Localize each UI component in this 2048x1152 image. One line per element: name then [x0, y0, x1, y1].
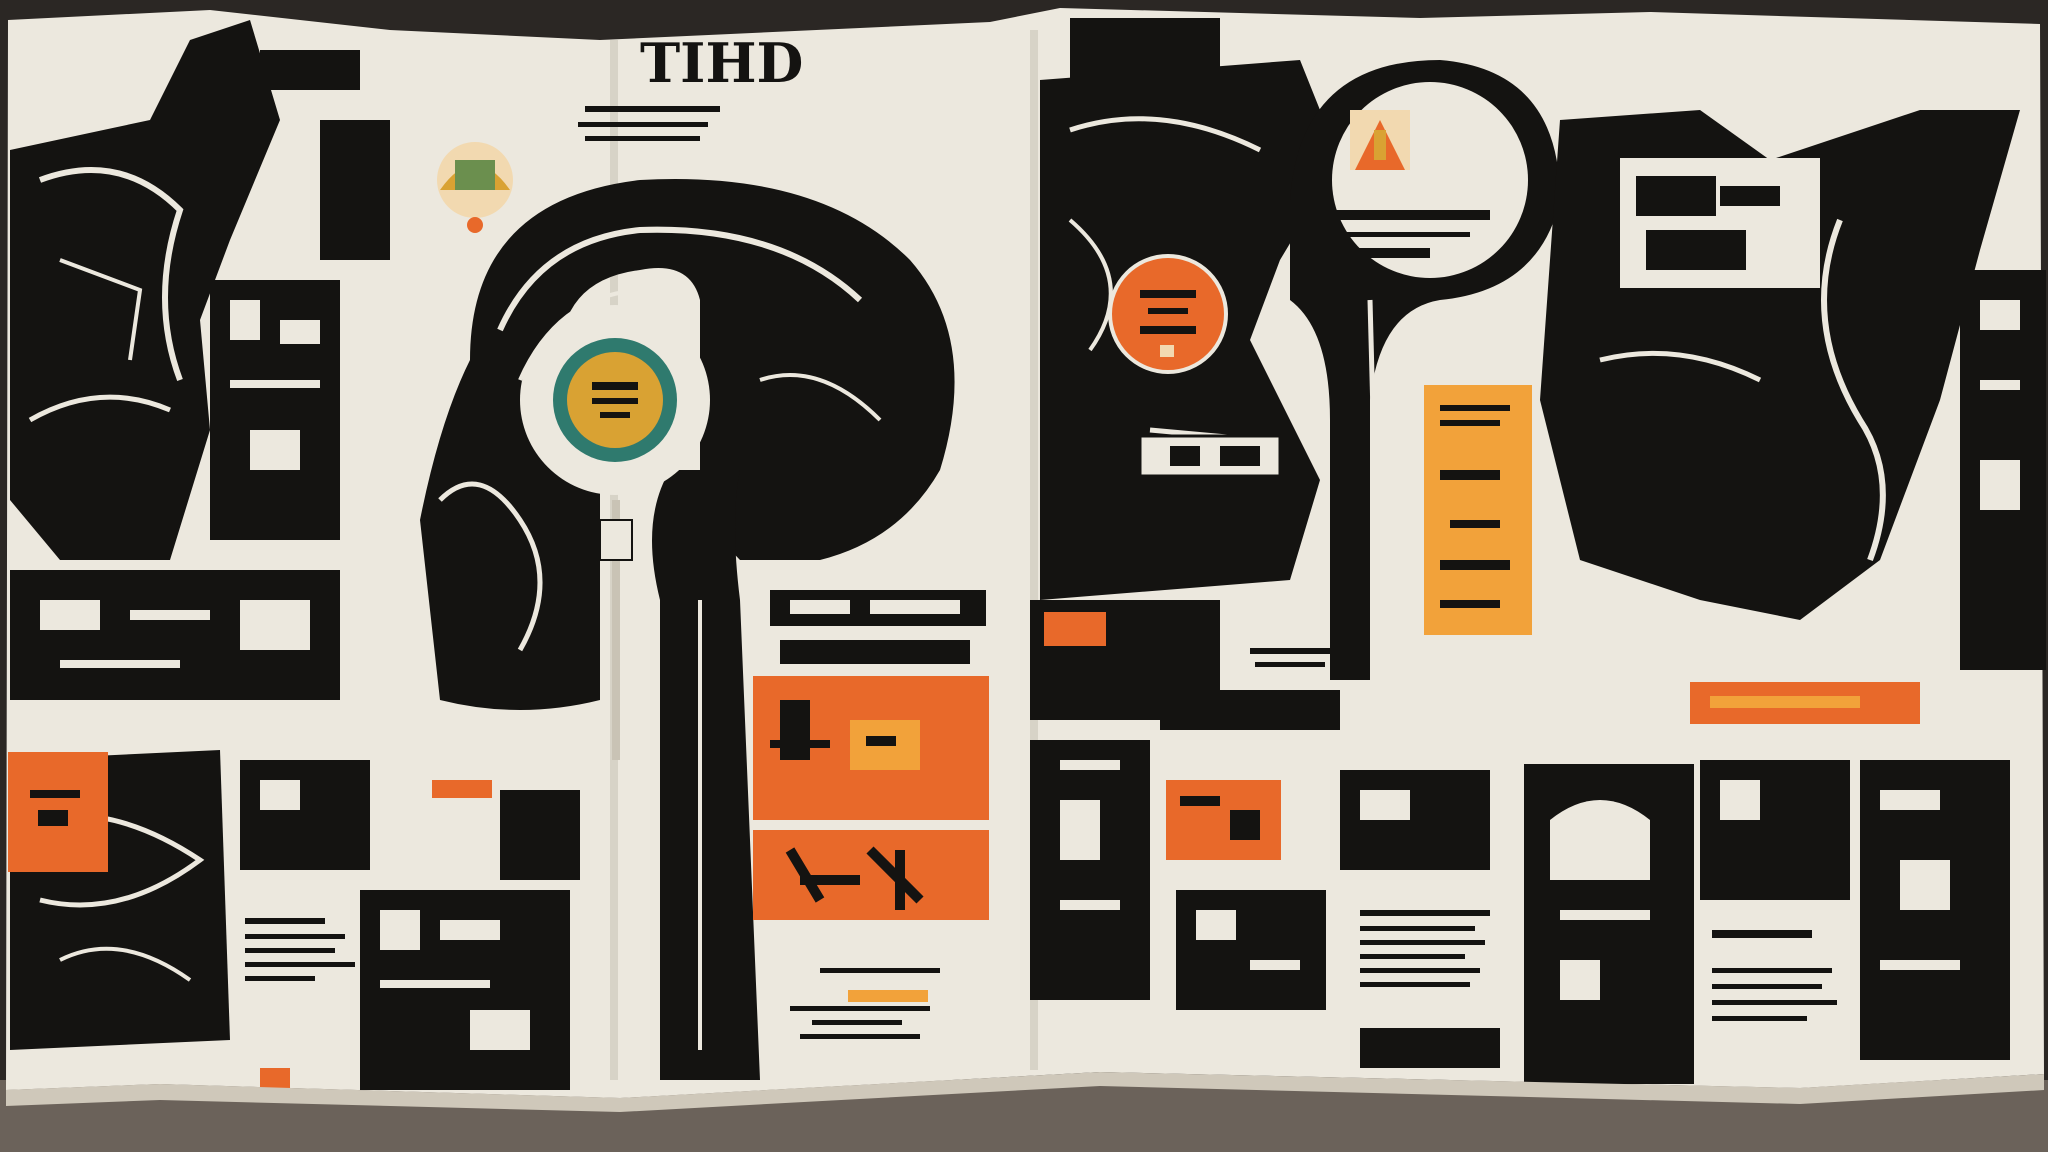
- right-district: [1540, 110, 2046, 670]
- right-blocks-lower: [1524, 760, 2010, 1084]
- left-district-lower: [8, 750, 370, 1050]
- title-block: TIHD: [578, 31, 803, 141]
- emblem-orange-seal-icon: [1108, 254, 1228, 374]
- medallion-left-icon: [553, 338, 677, 462]
- orange-panel-center: [753, 590, 989, 920]
- paper-fold-right: [1030, 30, 1038, 1070]
- district-label-box: [1138, 434, 1282, 478]
- illustration-top-left-icon: [437, 142, 513, 233]
- center-right-text: [1110, 640, 1490, 987]
- left-text-blocks: [245, 918, 355, 1088]
- right-text: [1712, 930, 1837, 1021]
- left-blocks-upper: [210, 50, 390, 540]
- map-title: TIHD: [640, 31, 803, 95]
- river-spine: [652, 470, 760, 1080]
- center-left-blocks: [360, 780, 580, 1090]
- left-district: [10, 20, 280, 560]
- amber-banner: [1424, 385, 1532, 635]
- left-blocks-middle: [10, 570, 340, 700]
- illustration-top-center-icon: [1300, 110, 1490, 258]
- paper-bottom-edge: [6, 1072, 2044, 1112]
- tower-pole: [612, 500, 620, 760]
- center-text-blocks: [790, 968, 940, 1039]
